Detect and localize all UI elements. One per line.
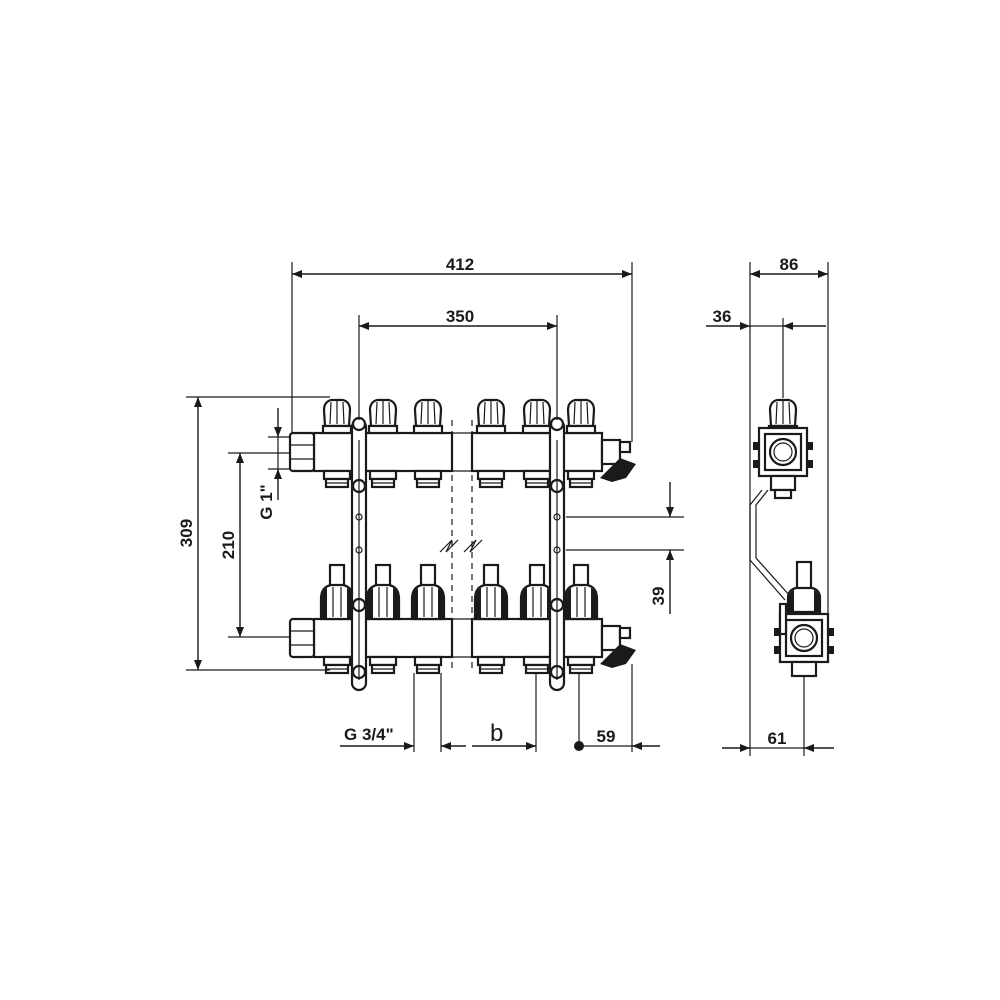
dimension-309: 309 (177, 396, 330, 671)
dim-86-label: 86 (780, 255, 799, 274)
dim-412-label: 412 (446, 255, 474, 274)
side-view (749, 398, 836, 678)
side-lower-valve (772, 560, 836, 678)
dim-39-label: 39 (649, 587, 668, 606)
dim-210-label: 210 (219, 531, 238, 559)
bracket-right (548, 416, 566, 692)
dim-59-label: 59 (597, 727, 616, 746)
dim-g1-label: G 1" (257, 484, 276, 519)
side-upper-valve (751, 398, 815, 500)
dimension-g1: G 1" (257, 408, 290, 520)
dimension-210: 210 (219, 452, 290, 638)
dim-g34-label: G 3/4" (344, 725, 394, 744)
dimension-350: 350 (358, 307, 558, 420)
break-symbol (439, 539, 459, 553)
front-view (288, 398, 636, 692)
dimension-61: 61 (722, 676, 834, 756)
supply-bar (288, 431, 636, 482)
dimension-412: 412 (291, 255, 633, 442)
dim-61-label: 61 (768, 729, 787, 748)
dimension-g34: G 3/4" (340, 673, 466, 752)
dim-36-label: 36 (713, 307, 732, 326)
dimension-36: 36 (706, 307, 826, 398)
dimension-b: b (472, 673, 537, 752)
return-bar (288, 617, 636, 668)
bracket-left (350, 416, 368, 692)
dim-350-label: 350 (446, 307, 474, 326)
dimension-59: 59 (574, 664, 660, 752)
dimension-39: 39 (566, 482, 684, 614)
dimension-86: 86 (749, 255, 829, 756)
dim-b-label: b (490, 720, 503, 747)
dim-309-label: 309 (177, 519, 196, 547)
